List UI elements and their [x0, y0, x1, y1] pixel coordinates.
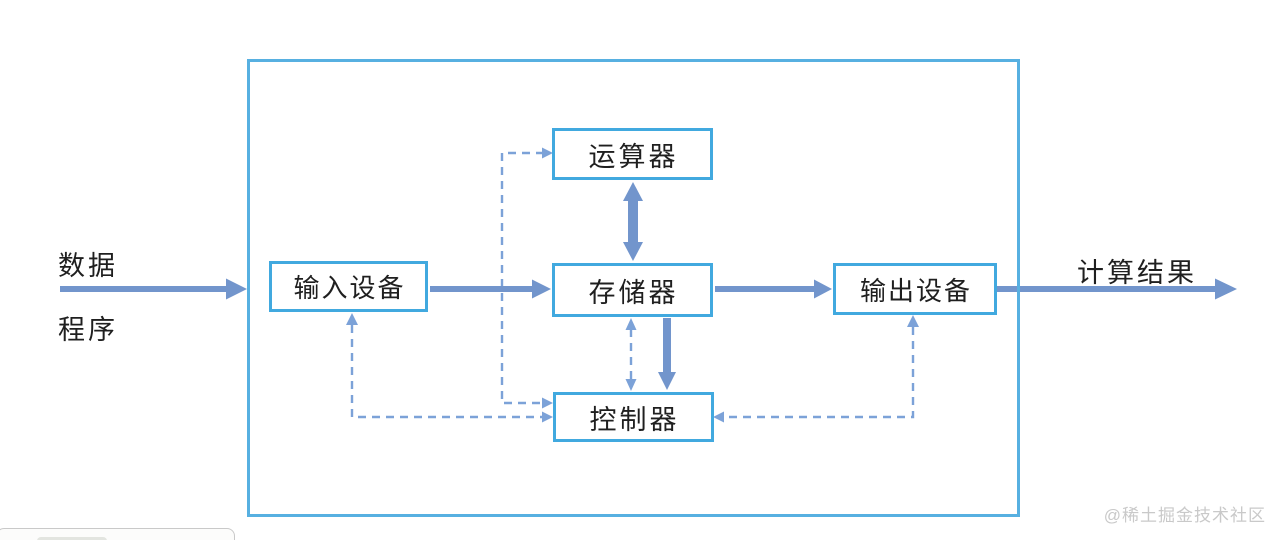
node-controller: 控制器 [553, 392, 714, 442]
label-data: 数据 [58, 251, 118, 281]
dashed-line-controller-alu [500, 151, 544, 405]
node-memory: 存储器 [552, 263, 713, 317]
node-alu-label: 运算器 [588, 141, 679, 172]
node-input-device: 输入设备 [269, 261, 428, 312]
bottom-left-cutoff-panel [0, 528, 235, 540]
solid-arrowhead-into-memory-left [532, 279, 551, 299]
node-output-device: 输出设备 [833, 263, 997, 315]
node-alu: 运算器 [552, 128, 713, 180]
solid-arrowhead-into-memory-top [623, 242, 643, 261]
dashed-arrowhead-into-input [346, 313, 358, 325]
node-controller-label: 控制器 [589, 404, 680, 435]
watermark-text: @稀土掘金技术社区 [1103, 506, 1266, 525]
computer-system-boundary [247, 59, 1020, 517]
label-program: 程序 [58, 315, 118, 345]
dashed-line-controller-output [722, 327, 915, 419]
solid-arrowhead-into-outer-box [226, 278, 247, 300]
solid-arrowhead-result [1215, 278, 1237, 300]
dashed-arrowhead-into-controller-lower [542, 411, 553, 423]
solid-arrowhead-into-output-left [814, 279, 832, 299]
solid-arrowhead-into-controller [658, 372, 676, 390]
dashed-arrowhead-into-controller-top [625, 379, 637, 391]
solid-arrowhead-into-alu-bottom [623, 182, 643, 201]
dashed-line-controller-input [350, 325, 544, 419]
dashed-arrowhead-into-controller-upper [542, 397, 553, 409]
label-result: 计算结果 [1077, 258, 1197, 288]
node-output-device-label: 输出设备 [859, 276, 972, 306]
node-memory-label: 存储器 [588, 277, 679, 308]
dashed-arrowhead-into-output [907, 315, 919, 327]
dashed-arrowhead-into-alu [542, 147, 553, 159]
dashed-arrowhead-into-memory [625, 318, 637, 330]
node-input-device-label: 输入设备 [293, 274, 406, 303]
bottom-left-cutoff-button [37, 537, 107, 540]
dashed-arrowhead-into-controller-right [713, 411, 724, 423]
